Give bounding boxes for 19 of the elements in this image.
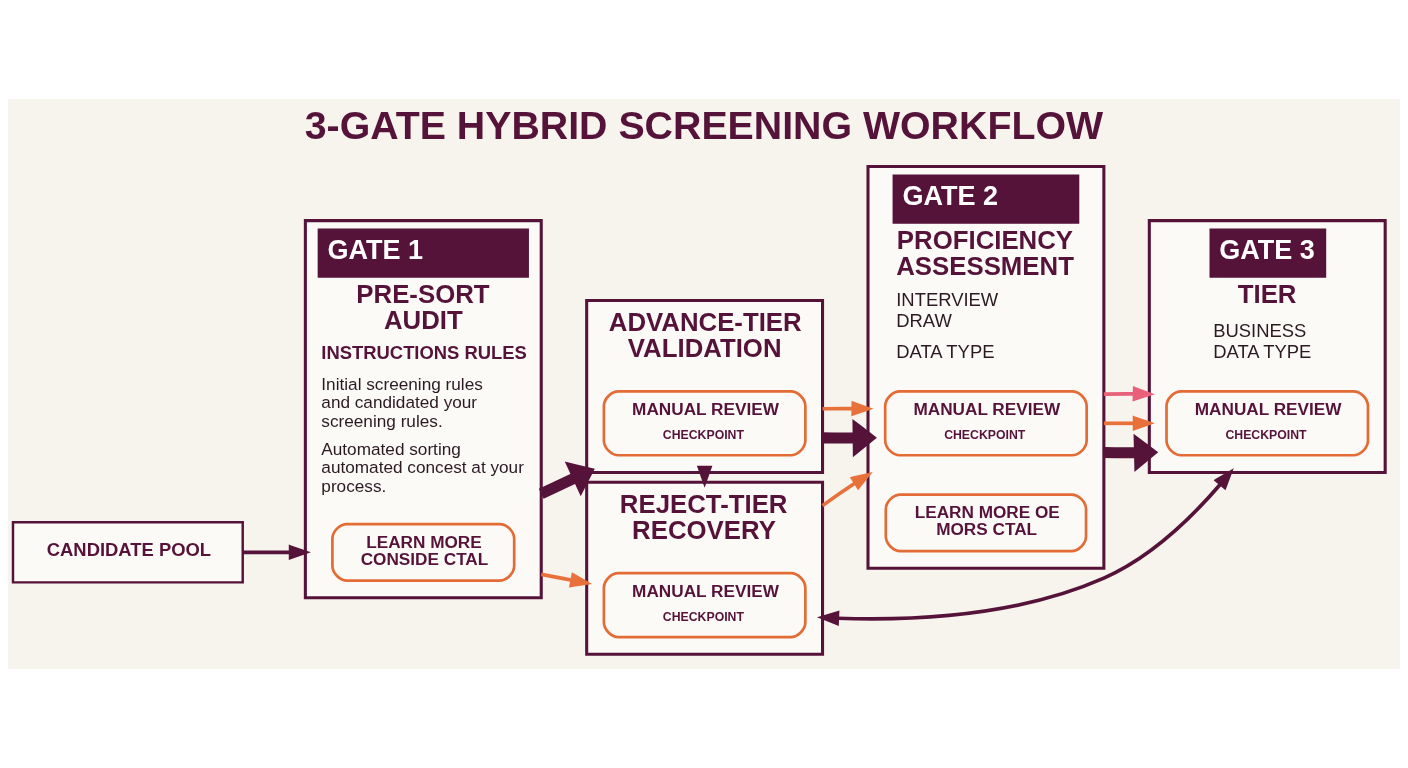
node-box: MANUAL REVIEW CHECKPOINT <box>602 571 807 639</box>
arrow <box>1103 415 1155 432</box>
arrow <box>1103 386 1155 402</box>
node-box: LEARN MORE CONSIDE CTAL <box>331 522 516 582</box>
arrow <box>1103 433 1159 472</box>
node-box: MANUAL REVIEW CHECKPOINT <box>602 390 807 457</box>
node-box: MANUAL REVIEW CHECKPOINT <box>883 390 1088 457</box>
node-box: CANDIDATE POOL <box>11 520 244 584</box>
arrow <box>696 465 713 488</box>
arrow <box>822 418 877 458</box>
diagram-title: 3-GATE HYBRID SCREENING WORKFLOW <box>304 103 1104 148</box>
arrow <box>822 400 874 417</box>
arrow <box>816 468 1234 627</box>
arrow <box>821 471 873 508</box>
node-box: LEARN MORE OE MORS CTAL <box>884 493 1088 553</box>
arrow <box>538 461 595 499</box>
arrow <box>242 544 311 561</box>
node-box: MANUAL REVIEW CHECKPOINT <box>1165 390 1370 457</box>
arrow <box>540 572 593 588</box>
